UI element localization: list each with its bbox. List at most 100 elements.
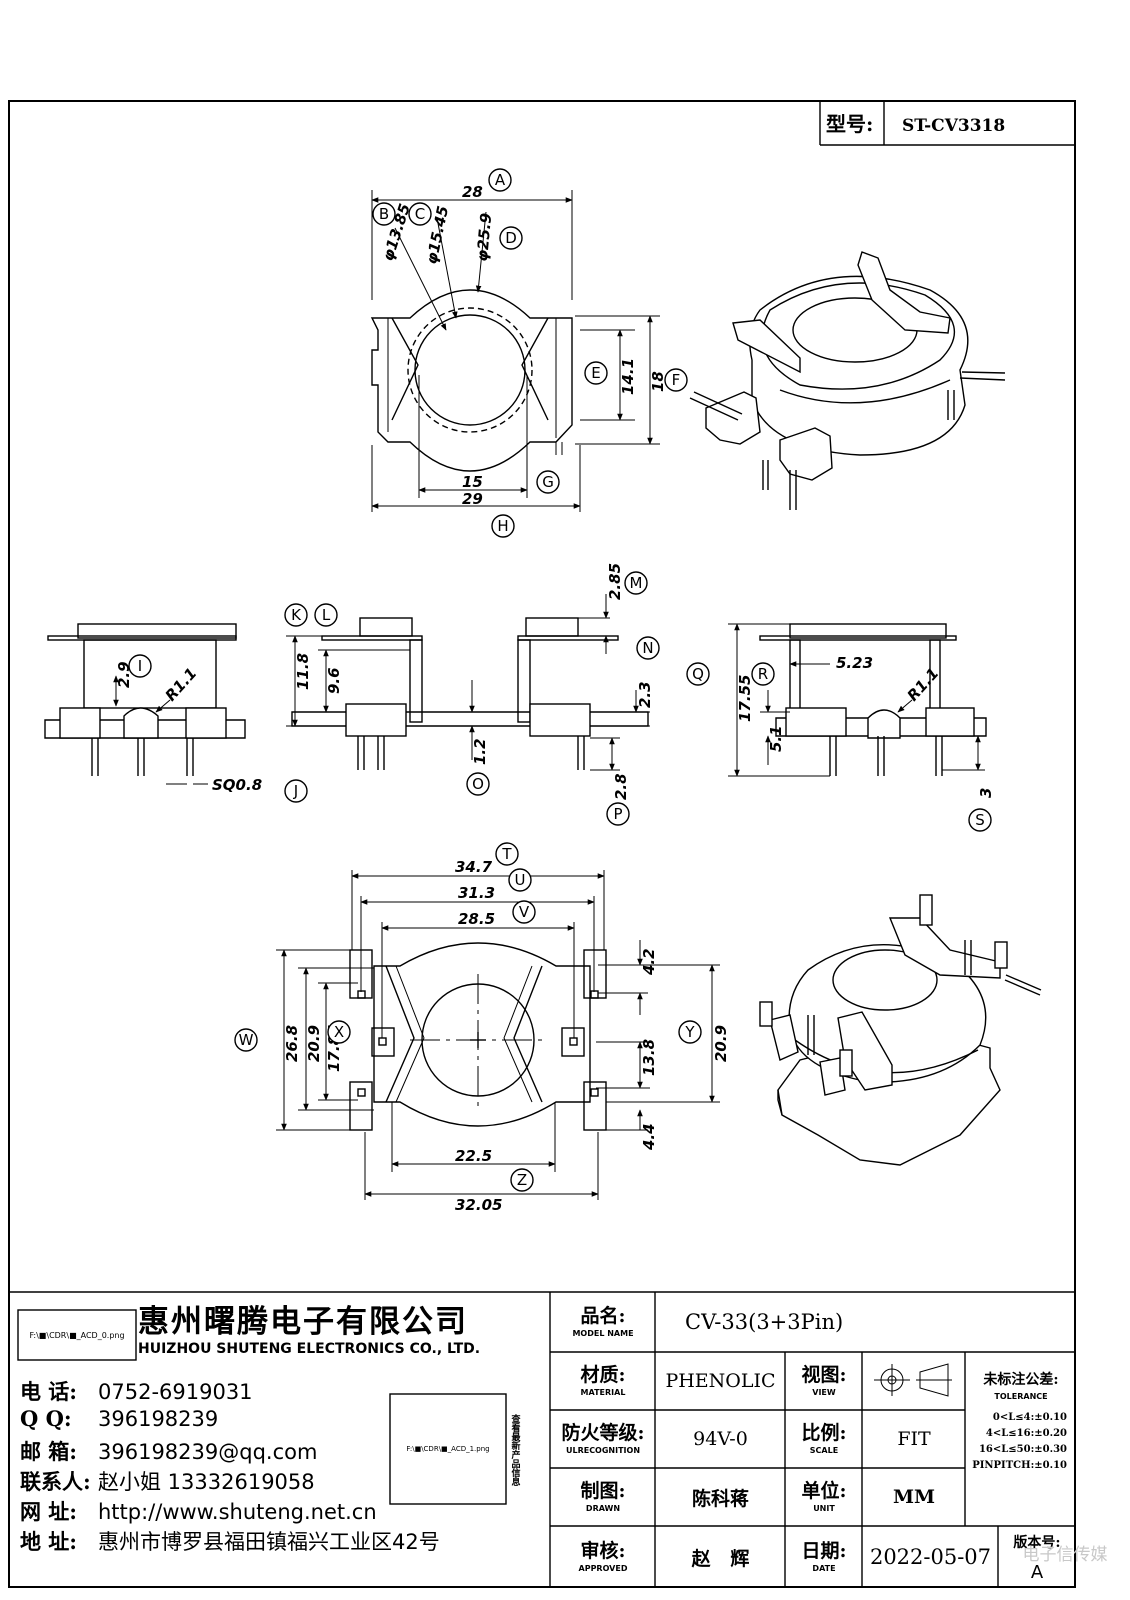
callout-l: L [314, 603, 338, 627]
dim-32-05: 32.05 [455, 1196, 502, 1214]
tolerance-title: 未标注公差: [983, 1372, 1059, 1388]
dim-34-7: 34.7 [455, 858, 493, 876]
dim-20-9: 20.9 [305, 1025, 323, 1062]
company-name-en: HUIZHOU SHUTENG ELECTRONICS CO., LTD. [138, 1341, 481, 1357]
flame-rating-value: 94V-0 [693, 1428, 748, 1450]
dim-26-8: 26.8 [283, 1025, 301, 1062]
dim-14-1: 14.1 [619, 358, 637, 395]
svg-text:P: P [613, 805, 622, 823]
callout-m: M [624, 571, 648, 595]
unit-value: MM [892, 1486, 936, 1508]
unit-label: 单位:UNIT [801, 1479, 847, 1513]
callout-h: H [491, 514, 515, 538]
dim-1-2: 1.2 [471, 738, 489, 765]
drawn-value: 陈科蒋 [691, 1487, 749, 1510]
svg-text:W: W [239, 1031, 254, 1049]
scale-value: FIT [897, 1428, 931, 1450]
callout-z: Z [510, 1168, 534, 1192]
svg-text:Y: Y [684, 1023, 695, 1041]
dim-5-1: 5.1 [767, 725, 785, 752]
callout-i: I [128, 654, 152, 678]
svg-text:X: X [334, 1023, 344, 1041]
dim-r1-1-right: R1.1 [904, 664, 943, 704]
callout-j: J [284, 779, 308, 803]
callout-a: A [488, 168, 512, 192]
dim-sq0-8: SQ0.8 [212, 776, 262, 794]
svg-text:J: J [293, 782, 298, 800]
svg-text:H: H [497, 517, 508, 535]
dim-2-85: 2.85 [606, 563, 624, 600]
callout-t: T [495, 842, 519, 866]
callout-s: S [968, 808, 992, 832]
dim-11-8: 11.8 [294, 653, 312, 690]
contact-email[interactable]: 邮 箱:396198239@qq.com [20, 1439, 318, 1464]
material-label: 材质:MATERIAL [580, 1363, 626, 1397]
dim-5-23: 5.23 [836, 654, 873, 672]
approved-value: 赵 辉 [691, 1547, 750, 1570]
svg-text:M: M [630, 574, 643, 592]
contact-qq: Q Q:396198239 [20, 1406, 219, 1431]
dim-31-3: 31.3 [458, 884, 495, 902]
drawn-label: 制图:DRAWN [580, 1479, 626, 1513]
contact-person: 联系人:赵小姐 13332619058 [20, 1469, 315, 1494]
material-value: PHENOLIC [665, 1370, 776, 1392]
dim-2-3: 2.3 [636, 681, 654, 708]
callout-x: X [327, 1020, 351, 1044]
svg-text:A: A [495, 171, 506, 189]
svg-text:K: K [291, 606, 302, 624]
callout-p: P [606, 802, 630, 826]
callout-y: Y [678, 1020, 702, 1044]
svg-text:Q: Q [692, 665, 704, 683]
date-value: 2022-05-07 [869, 1545, 992, 1569]
tolerance-line: 4<L≤16:±0.20 [985, 1428, 1067, 1439]
model-number-box: 型号: ST-CV3318 [819, 100, 1076, 146]
svg-text:G: G [542, 473, 554, 491]
dim-28-5: 28.5 [458, 910, 495, 928]
dim-22-5: 22.5 [455, 1147, 492, 1165]
dim-17-55: 17.55 [736, 675, 754, 722]
model-value: ST-CV3318 [902, 116, 1005, 136]
dim-15: 15 [462, 473, 483, 491]
scale-label: 比例:SCALE [801, 1421, 847, 1455]
svg-text:U: U [515, 871, 526, 889]
contact-address: 地 址:惠州市博罗县福田镇福兴工业区42号 [20, 1529, 440, 1554]
date-label: 日期:DATE [801, 1539, 847, 1573]
callout-u: U [508, 868, 532, 892]
callout-b: B [372, 202, 396, 226]
callout-g: G [536, 470, 560, 494]
bottom-view: 34.7 31.3 28.5 4.2 26.8 20.9 17.85 13.8 … [276, 858, 730, 1214]
callout-f: F [664, 368, 688, 392]
svg-text:D: D [505, 229, 517, 247]
dim-4-4: 4.4 [640, 1123, 658, 1151]
revision-value: A [1030, 1561, 1044, 1583]
callout-w: W [234, 1028, 258, 1052]
qr-caption: 查看最新产品信息 [509, 1414, 520, 1486]
svg-text:N: N [642, 639, 653, 657]
logo-filename: F:\■\CDR\■_ACD_0.png [29, 1330, 125, 1340]
dim-phi25-9: φ25.9 [473, 212, 495, 262]
svg-text:O: O [472, 775, 484, 793]
dim-28: 28 [462, 183, 483, 201]
svg-text:C: C [415, 205, 425, 223]
callout-n: N [636, 636, 660, 660]
revision-label: 版本号: [1013, 1535, 1061, 1551]
dim-13-8: 13.8 [640, 1039, 658, 1076]
company-name-cn: 惠州曙腾电子有限公司 [138, 1303, 468, 1340]
dim-18: 18 [649, 371, 667, 392]
callout-q: Q [686, 662, 710, 686]
svg-text:E: E [591, 364, 600, 382]
contact-website[interactable]: 网 址:http://www.shuteng.net.cn [20, 1499, 377, 1524]
callout-r: R [751, 662, 775, 686]
tolerance-subtitle: TOLERANCE [994, 1391, 1048, 1401]
callouts: A B C D E F G H I J K L M N O P Q R S T … [128, 168, 992, 1192]
side-view-center: 11.8 9.6 1.2 2.85 2.3 2.8 [286, 563, 654, 800]
title-block-grid [8, 1291, 1076, 1588]
svg-text:V: V [519, 903, 530, 921]
dim-9-6: 9.6 [325, 667, 343, 694]
svg-text:Z: Z [517, 1171, 527, 1189]
dim-2-8: 2.8 [612, 773, 630, 800]
tolerance-line: PINPITCH:±0.10 [972, 1460, 1067, 1471]
contact-phone: 电 话:0752-6919031 [20, 1379, 253, 1404]
watermark: 电子信传媒 [1022, 1544, 1108, 1565]
